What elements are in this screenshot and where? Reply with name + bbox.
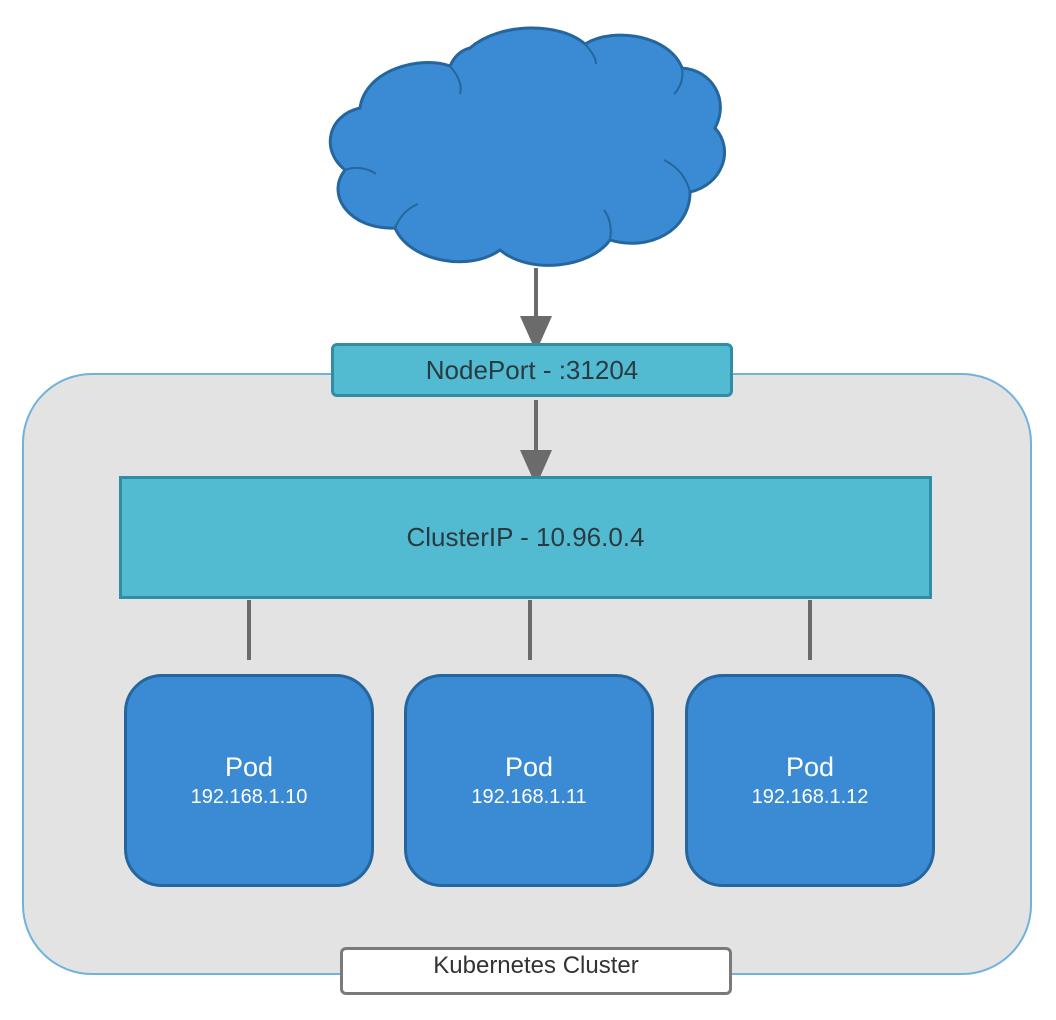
pod-title: Pod <box>785 751 835 782</box>
pod-box-1: Pod 192.168.1.10 <box>124 674 374 887</box>
pod-title: Pod <box>504 751 554 782</box>
pod-box-2: Pod 192.168.1.11 <box>404 674 654 887</box>
cluster-label-box: Kubernetes Cluster <box>340 947 732 995</box>
pod-ip: 192.168.1.12 <box>751 785 869 808</box>
cluster-label: Kubernetes Cluster <box>433 952 639 979</box>
nodeport-label: NodePort - :31204 <box>425 354 639 385</box>
clusterip-label: ClusterIP - 10.96.0.4 <box>406 522 645 552</box>
pod-title: Pod <box>224 751 274 782</box>
clusterip-box: ClusterIP - 10.96.0.4 <box>119 476 932 599</box>
pod-box-3: Pod 192.168.1.12 <box>685 674 935 887</box>
pod-ip: 192.168.1.11 <box>471 785 587 808</box>
nodeport-box: NodePort - :31204 <box>331 343 733 397</box>
pod-ip: 192.168.1.10 <box>190 785 308 808</box>
